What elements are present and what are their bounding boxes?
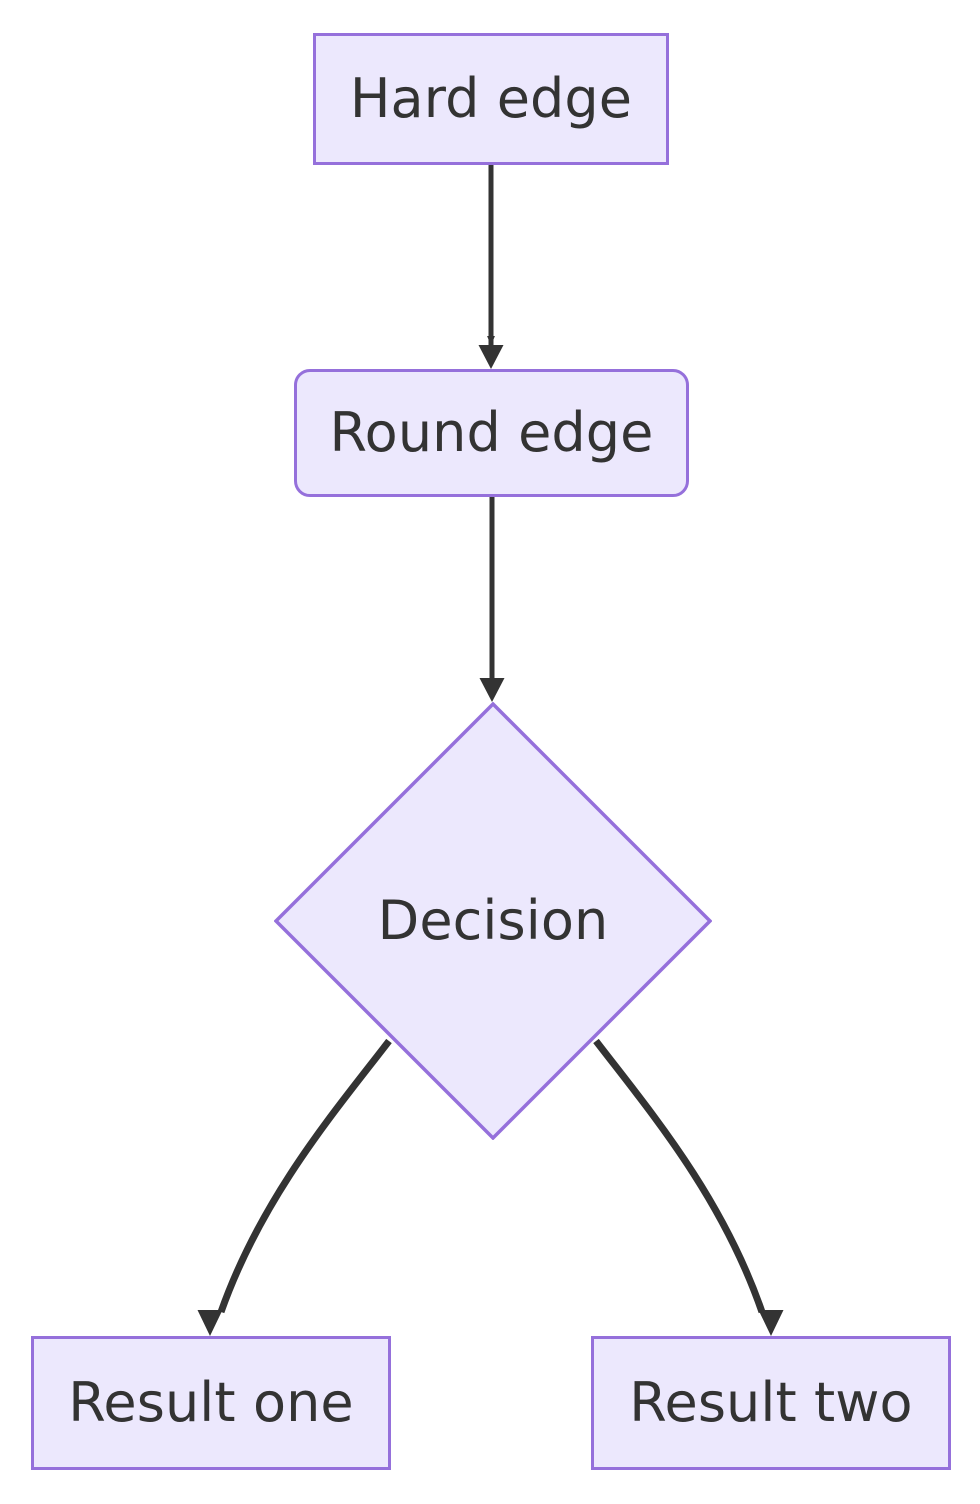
node-hard-edge-label: Hard edge: [349, 67, 633, 131]
edge-round-edge-to-decision: [479, 497, 505, 702]
node-result-two-label: Result two: [629, 1371, 913, 1435]
node-decision[interactable]: Decision: [274, 702, 712, 1140]
diamond-shape-icon: [274, 702, 712, 1140]
edge-hard-edge-to-round-edge: [478, 165, 504, 369]
node-decision-label: Decision: [377, 889, 609, 953]
node-result-one[interactable]: Result one: [31, 1336, 391, 1470]
node-result-two[interactable]: Result two: [591, 1336, 951, 1470]
node-round-edge[interactable]: Round edge: [294, 369, 689, 497]
node-result-one-label: Result one: [68, 1371, 354, 1435]
node-round-edge-label: Round edge: [329, 401, 654, 465]
node-hard-edge[interactable]: Hard edge: [313, 33, 669, 165]
